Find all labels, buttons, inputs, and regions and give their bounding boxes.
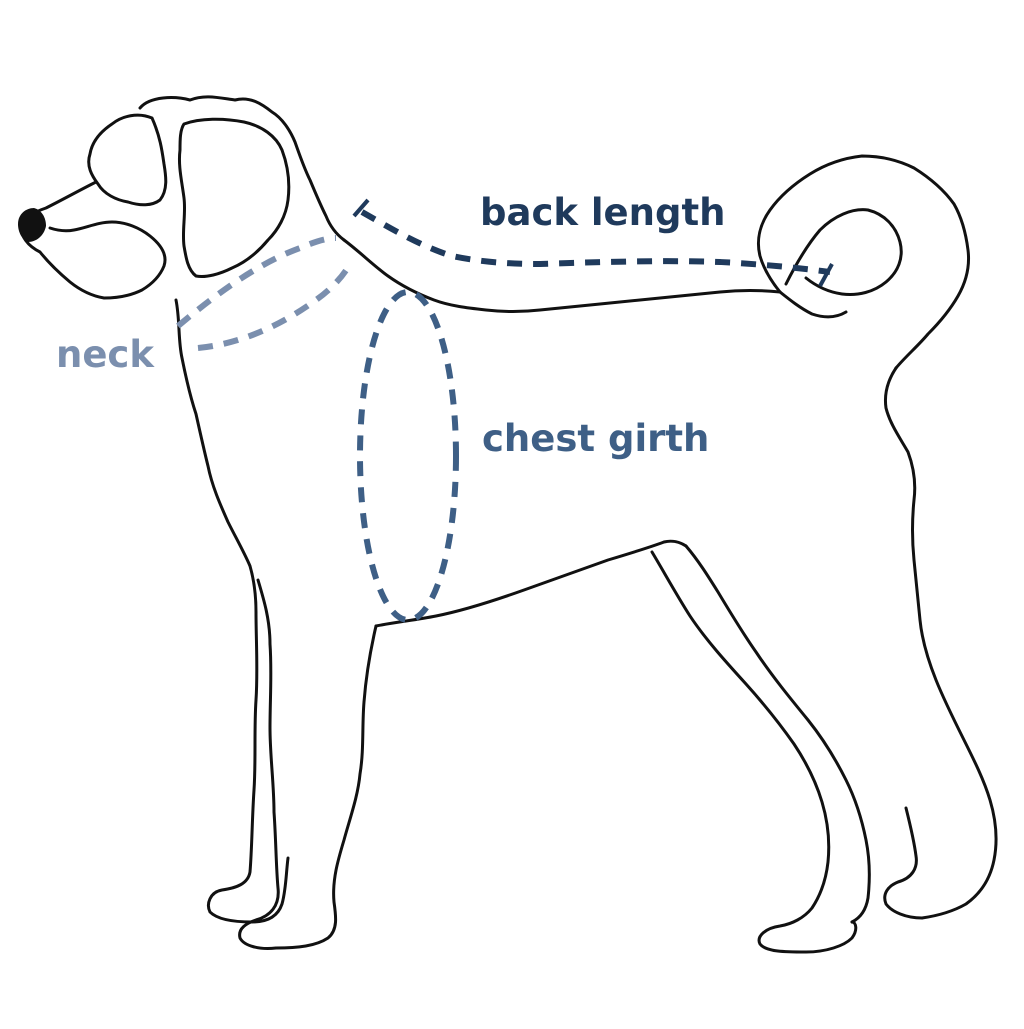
dog-rear-foot [883, 806, 924, 920]
chest-girth-measure [357, 289, 459, 623]
back-length-end-tick [818, 263, 834, 287]
dog-tail-inner-loop [784, 208, 903, 296]
dog-nose [18, 208, 46, 242]
dog-neck-front [174, 298, 290, 924]
dog-muzzle [20, 180, 167, 300]
neck-measure-upper [176, 235, 337, 329]
dog-upper-ear [87, 113, 168, 207]
chest-girth-label: chest girth [482, 417, 710, 460]
dog-head-top-fur [138, 95, 346, 242]
back-length-start-tick [352, 198, 370, 218]
dog-hind-leg-front [684, 544, 871, 924]
dog-belly [374, 539, 688, 628]
back-length-measure [360, 209, 831, 275]
back-length-label: back length [480, 191, 726, 234]
dog-rear [884, 366, 998, 920]
dog-hind-leg-back [650, 550, 858, 954]
neck-label: neck [56, 333, 154, 376]
dog-tail-base [778, 290, 848, 319]
dog-front-inner-leg [238, 578, 378, 950]
dog-tail [756, 154, 970, 370]
dog-big-ear [178, 117, 291, 278]
dog-back-line [342, 238, 782, 313]
neck-measure-lower [197, 262, 353, 351]
